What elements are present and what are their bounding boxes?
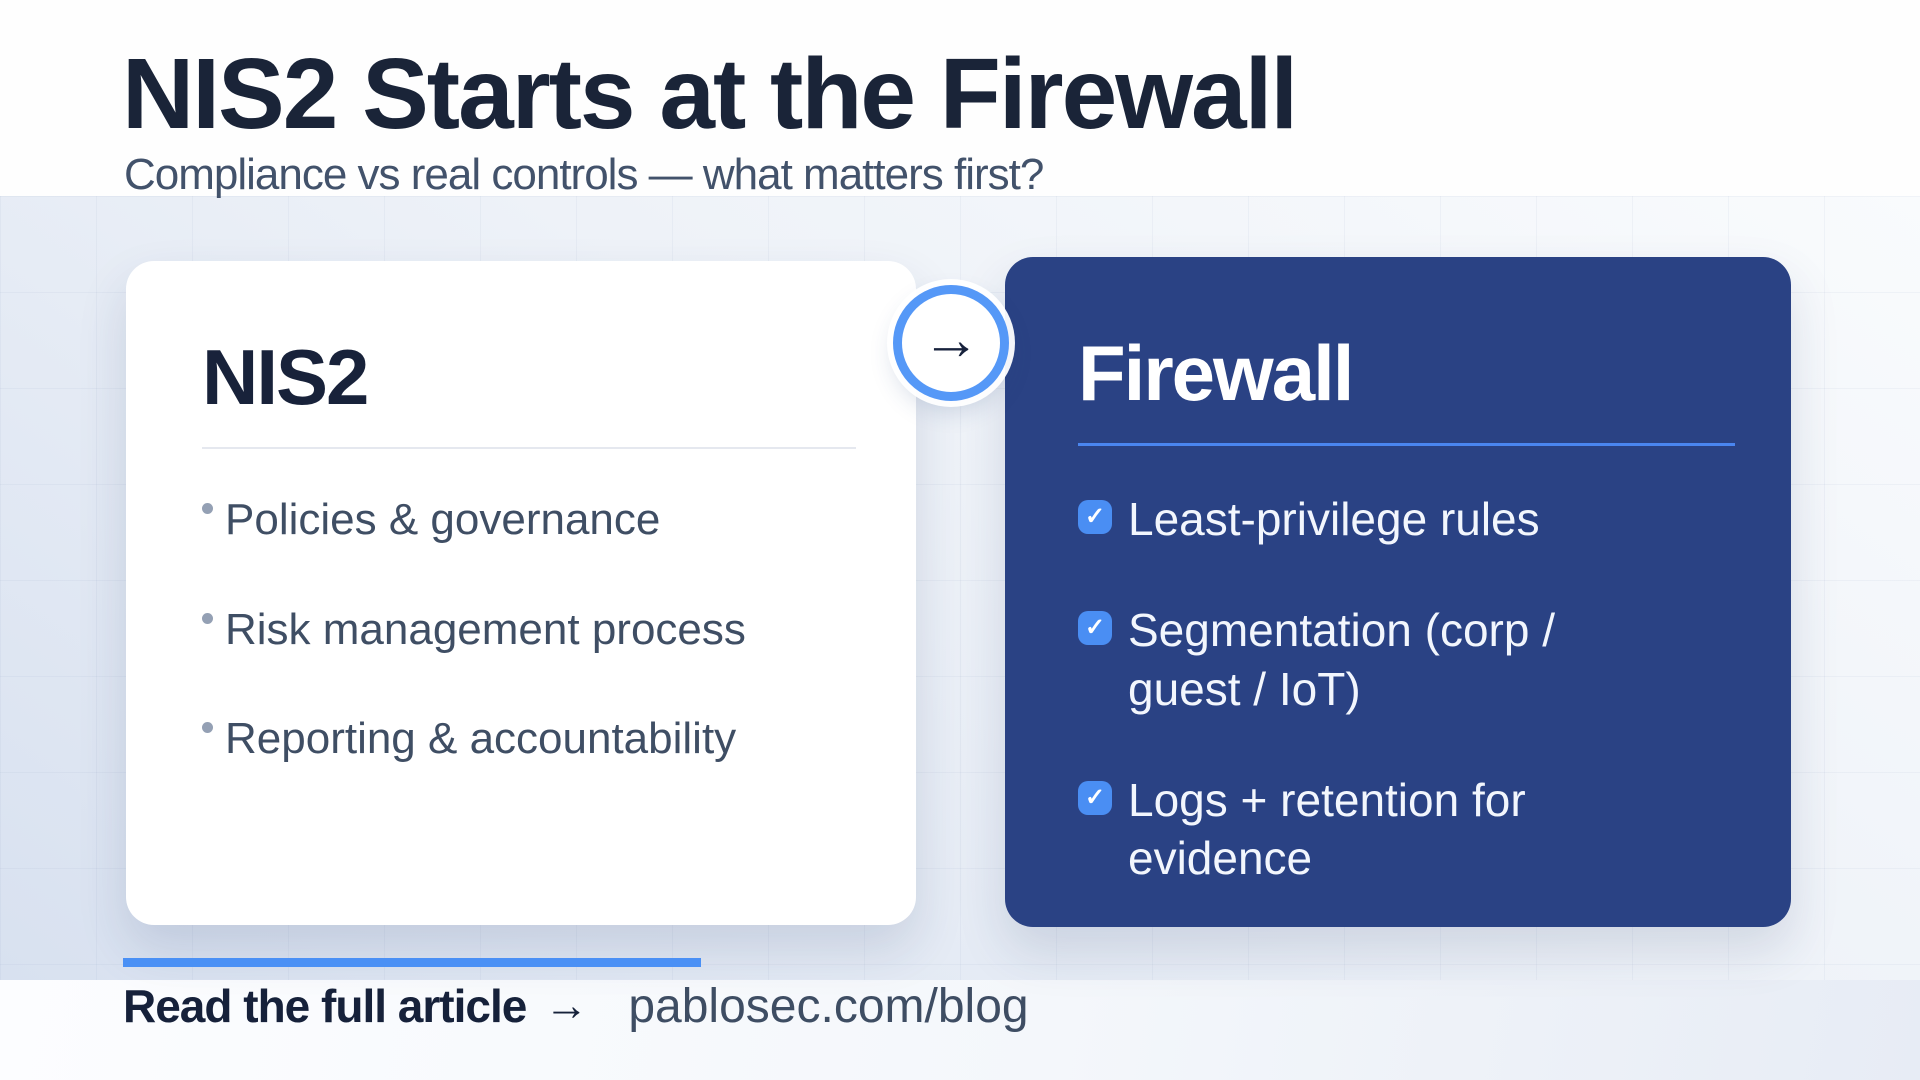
list-item-label: Policies & governance bbox=[225, 494, 661, 544]
list-item: Reporting & accountability bbox=[202, 712, 856, 766]
firewall-check-list: ✓ Least-privilege rules ✓ Segmentation (… bbox=[1078, 490, 1735, 888]
list-item-label: Logs + retention for evidence bbox=[1128, 773, 1526, 885]
checkbox-checked-icon: ✓ bbox=[1078, 610, 1112, 645]
connector-arrow-badge: → bbox=[893, 285, 1009, 401]
checkbox-checked-icon: ✓ bbox=[1078, 780, 1112, 815]
nis2-bullet-list: Policies & governance Risk management pr… bbox=[202, 493, 856, 766]
background-band-bottom bbox=[0, 980, 1920, 1080]
list-item-label: Risk management process bbox=[225, 604, 746, 654]
nis2-card-divider bbox=[202, 446, 856, 449]
bullet-dot-icon bbox=[202, 722, 213, 734]
firewall-card: Firewall ✓ Least-privilege rules ✓ Segme… bbox=[1005, 257, 1791, 927]
bullet-dot-icon bbox=[202, 502, 213, 514]
bullet-dot-icon bbox=[202, 612, 213, 624]
page-subtitle: Compliance vs real controls — what matte… bbox=[124, 150, 1044, 199]
footer-accent-bar bbox=[123, 958, 701, 967]
firewall-card-divider bbox=[1078, 442, 1735, 446]
right-arrow-icon: → bbox=[544, 981, 589, 1030]
nis2-card: NIS2 Policies & governance Risk manageme… bbox=[126, 261, 916, 925]
list-item: ✓ Least-privilege rules bbox=[1078, 490, 1735, 549]
list-item: Risk management process bbox=[202, 603, 856, 657]
list-item: ✓ Segmentation (corp / guest / IoT) bbox=[1078, 601, 1735, 719]
list-item-label: Least-privilege rules bbox=[1128, 492, 1540, 545]
checkbox-checked-icon: ✓ bbox=[1078, 499, 1112, 534]
footer-cta-label: Read the full article bbox=[123, 980, 527, 1032]
list-item: Policies & governance bbox=[202, 493, 856, 547]
list-item-label: Reporting & accountability bbox=[225, 714, 737, 764]
background-band-top bbox=[0, 0, 1920, 196]
list-item: ✓ Logs + retention for evidence bbox=[1078, 771, 1735, 889]
firewall-card-title: Firewall bbox=[1078, 329, 1354, 417]
right-arrow-icon: → bbox=[922, 307, 980, 372]
nis2-card-title: NIS2 bbox=[202, 333, 369, 421]
list-item-label: Segmentation (corp / guest / IoT) bbox=[1128, 603, 1556, 715]
footer: Read the full article → pablosec.com/blo… bbox=[123, 978, 1029, 1034]
page-title: NIS2 Starts at the Firewall bbox=[122, 38, 1298, 150]
blog-link[interactable]: pablosec.com/blog bbox=[628, 979, 1029, 1033]
